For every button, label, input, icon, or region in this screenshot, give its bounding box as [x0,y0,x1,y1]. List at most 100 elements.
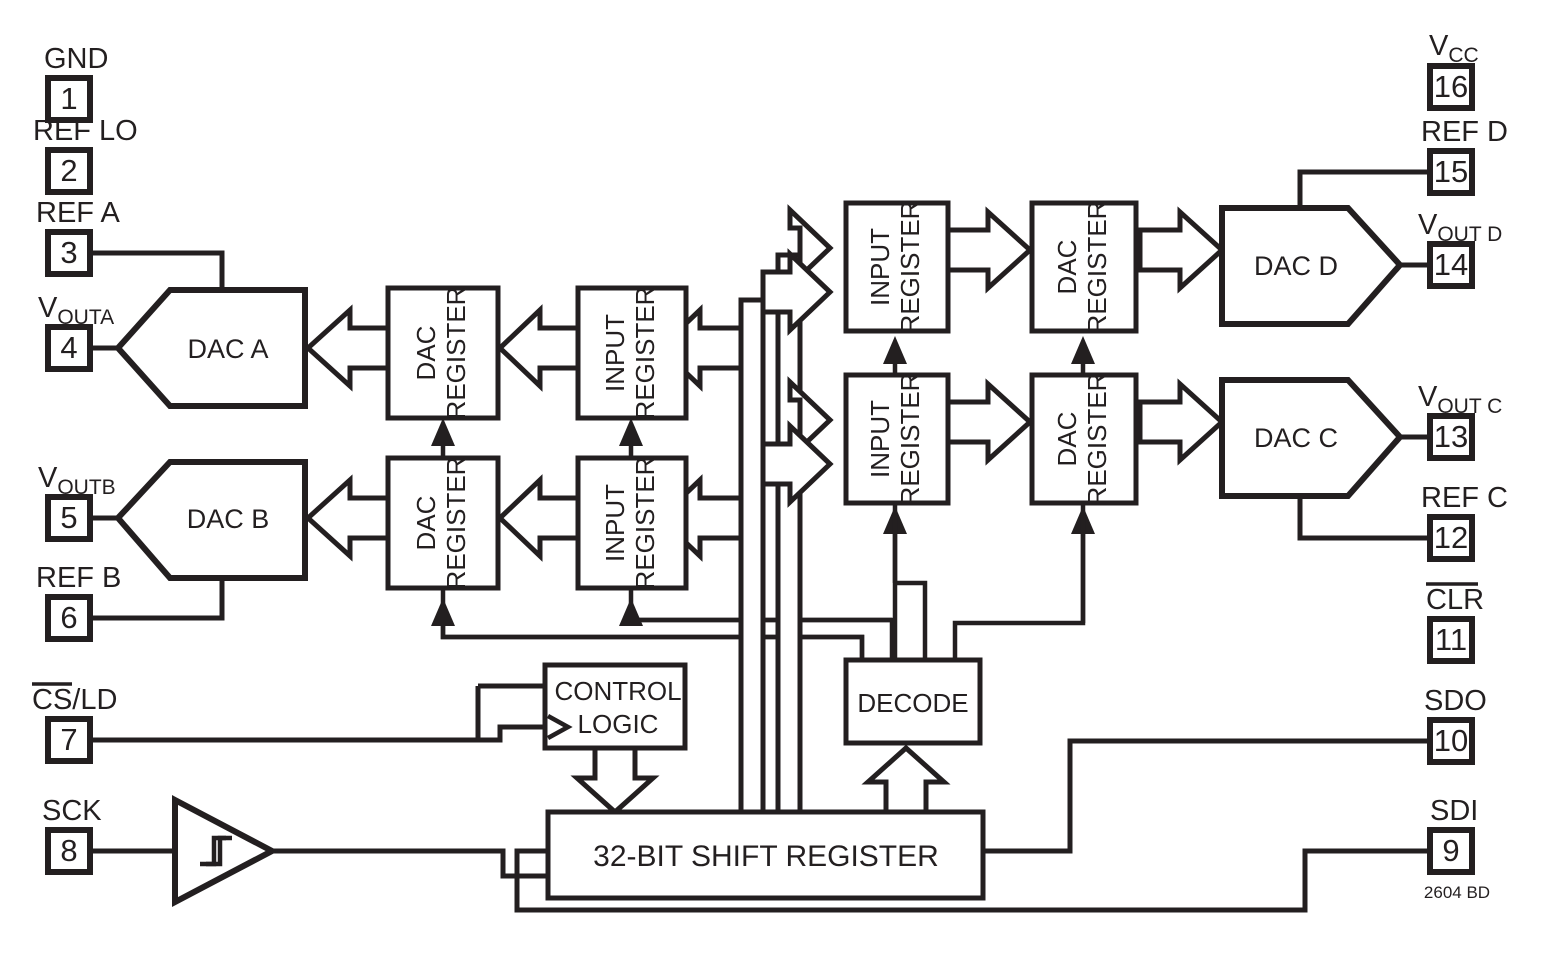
dac-a-label: DAC A [187,334,268,364]
input-register-a-box [575,285,689,421]
pin-15-box[interactable] [1427,148,1475,196]
pin-12-box[interactable] [1427,514,1475,562]
pin-11-box[interactable] [1427,616,1475,664]
decode-label: DECODE [857,688,968,718]
wire-refa-to-daca [90,250,225,290]
dac-register-d-box [1029,200,1139,334]
pin-6-label: REF B [36,562,121,594]
pin-5-box[interactable] [45,494,93,542]
wire-decode-to-dacreg-c [952,520,1086,660]
pin-3-box[interactable] [45,229,93,277]
bus-arrow-dacreg-d-to-dacd [1137,206,1226,294]
dac-register-c-line2: REGISTER [1082,373,1112,506]
pin-9-number: 9 [1442,833,1459,868]
shift-register-box [545,809,986,901]
bus-arrow-control-to-shiftreg [570,745,660,816]
pin-6-number: 6 [60,600,77,635]
control-logic-line1: CONTROL [554,676,681,706]
wire-buffer-to-shiftreg [272,848,548,879]
pin-3-number: 3 [60,235,77,270]
pin-12-number: 12 [1434,520,1468,555]
arrowhead-dacreg-d [1071,336,1095,364]
pin-11-number: 11 [1435,622,1467,657]
pin-7-box[interactable] [45,716,93,764]
pin-5-label: VOUTB [38,462,116,499]
dac-b-shape [113,459,308,581]
input-register-a-line1: INPUT [600,314,630,392]
dac-d-shape [1219,205,1405,327]
pin-11-label: CLR [1426,584,1484,616]
arrowhead-inputreg-b [619,598,643,626]
pin-16-box[interactable] [1427,63,1475,111]
input-register-a-line2: REGISTER [630,287,660,420]
pin-10-number: 10 [1434,723,1468,758]
control-logic-clock-marker [546,714,573,740]
input-register-b-label-group: INPUT REGISTER [600,457,660,590]
pin-4-box[interactable] [45,324,93,372]
pin-16-label: VCC [1429,30,1479,67]
hysteresis-icon [200,835,232,867]
bus-arrow-dacreg-c-to-dacc [1137,378,1226,466]
bus-arrow-to-inputreg-d-2 [760,248,834,336]
pin-8-box[interactable] [45,827,93,875]
bus-arrow-inputreg-b-to-dacreg-b [496,474,581,562]
decode-box [843,657,983,746]
dac-register-a-box [385,285,501,421]
dac-register-b-line2: REGISTER [441,457,471,590]
input-register-d-box [843,200,951,334]
dac-register-b-label-group: DAC REGISTER [411,457,471,590]
pin-1-label: GND [44,43,108,75]
input-register-c-line1: INPUT [865,400,895,478]
pin-7-number: 7 [60,722,77,757]
dac-register-a-label-group: DAC REGISTER [411,287,471,420]
input-register-c-label-group: INPUT REGISTER [865,373,925,506]
dac-register-c-line1: DAC [1052,412,1082,467]
pin-10-box[interactable] [1427,717,1475,765]
schmitt-trigger-buffer [172,795,279,907]
pin-1-box[interactable] [45,75,93,123]
pin-8-number: 8 [60,833,77,868]
bus-arrow-inputreg-c-to-dacreg-c [945,378,1034,466]
pin-15-number: 15 [1434,154,1468,189]
dac-register-c-label-group: DAC REGISTER [1052,373,1112,506]
control-logic-box [542,662,688,751]
arrowhead-inputreg-d [883,336,907,364]
pin-2-label: REF LO [33,115,138,147]
wire-shiftreg-to-sdo [983,738,1430,854]
pin-2-box[interactable] [45,147,93,195]
pin-14-box[interactable] [1427,241,1475,289]
bus-trunk-left [738,297,766,815]
dac-a-shape [113,287,308,409]
pin-8-label: SCK [42,795,102,827]
bus-arrow-shiftreg-to-decode [861,744,951,815]
wire-refc-to-dacc [1297,497,1430,541]
arrowhead-dacreg-a [431,418,455,446]
bus-arrow-dacreg-a-to-daca [304,304,391,392]
input-register-d-line2: REGISTER [895,201,925,334]
pin-6-box[interactable] [45,594,93,642]
pin-10-label: SDO [1424,685,1487,717]
pin-16-number: 16 [1434,69,1468,104]
bus-arrow-dacreg-b-to-dacb [304,474,391,562]
pin-2-number: 2 [60,153,77,188]
arrowhead-dacreg-b [431,598,455,626]
dac-c-shape [1219,377,1405,499]
input-register-c-line2: REGISTER [895,373,925,506]
control-logic-line2: LOGIC [578,709,659,739]
pin-7-label: CS/LD [32,684,117,716]
pin-13-box[interactable] [1427,413,1475,461]
pin-9-label: SDI [1430,795,1478,827]
bus-trunk-right [775,252,803,815]
dac-register-b-line1: DAC [411,496,441,551]
pin-14-label: VOUT D [1418,209,1502,246]
pin-15-label: REF D [1421,116,1508,148]
dac-register-d-line2: REGISTER [1082,201,1112,334]
dac-register-d-label-group: DAC REGISTER [1052,201,1112,334]
pin-14-number: 14 [1434,247,1468,282]
pin-5-number: 5 [60,500,77,535]
dac-d-label: DAC D [1254,251,1338,281]
wire-refb-to-dacb [90,578,225,621]
pin-9-box[interactable] [1427,827,1475,875]
